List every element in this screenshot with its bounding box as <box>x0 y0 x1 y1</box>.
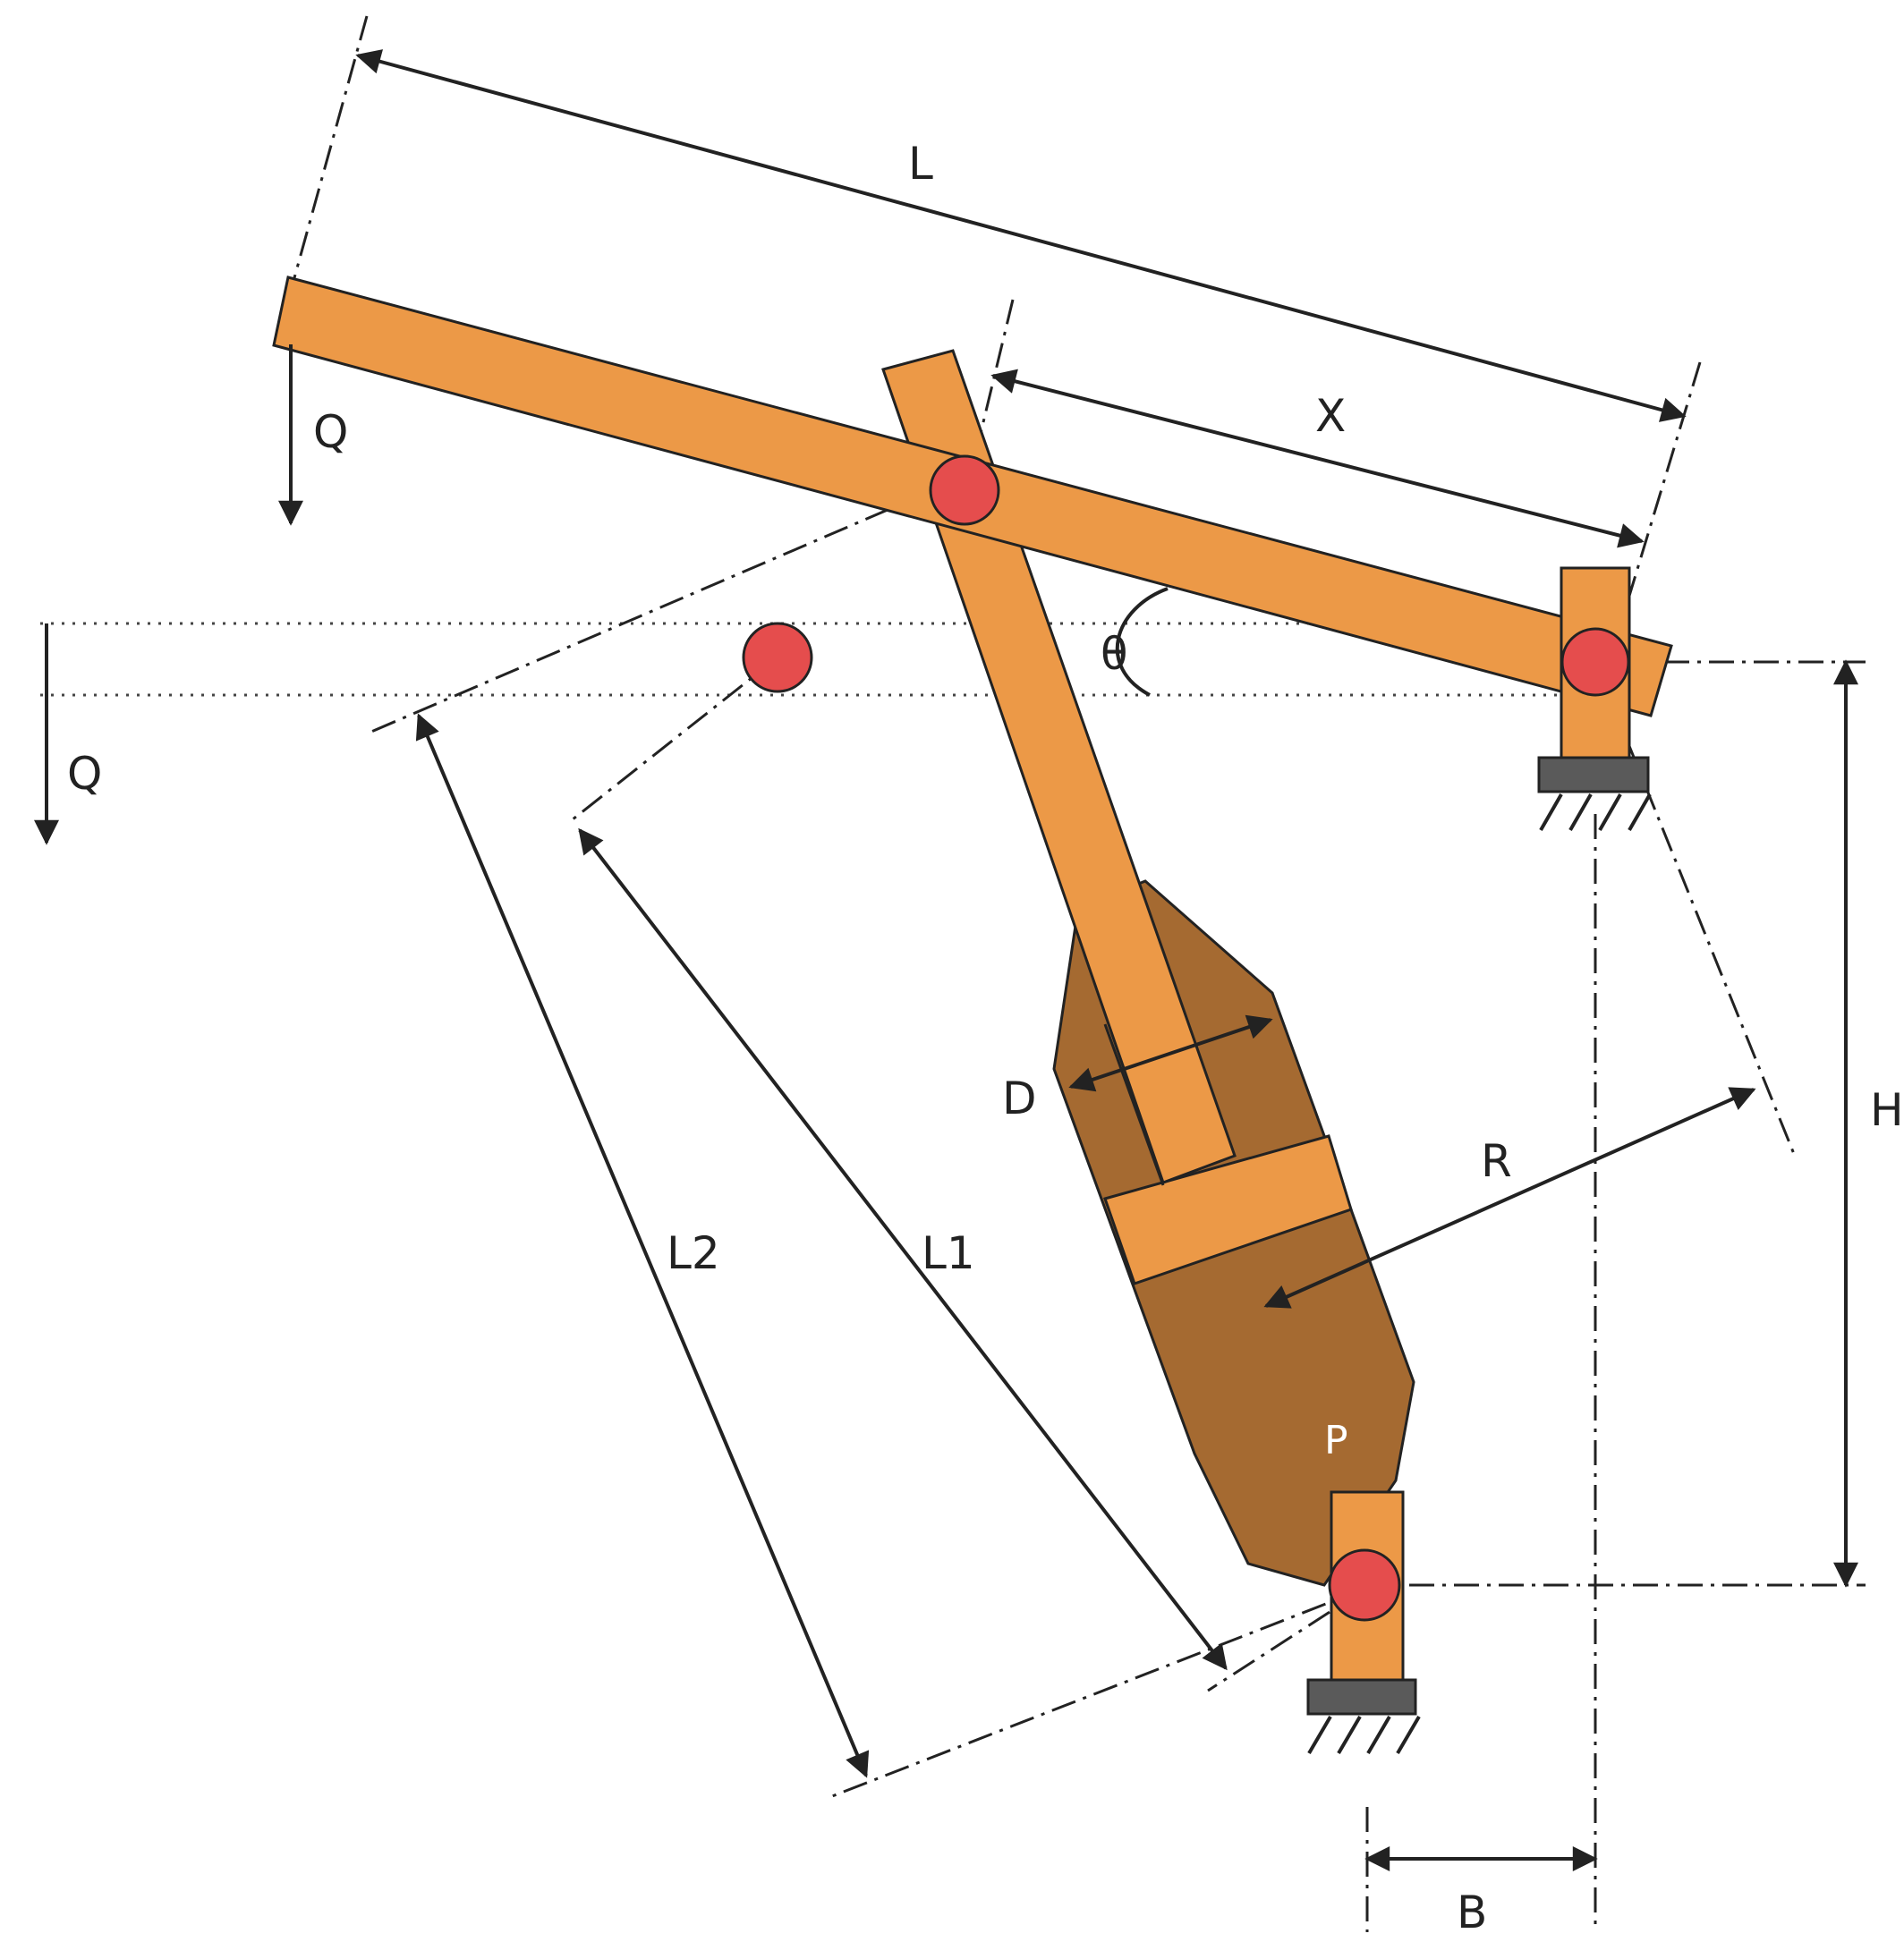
label-D: D <box>1002 1073 1037 1124</box>
label-L2: L2 <box>667 1227 720 1279</box>
bottom-pivot-pin <box>1328 1548 1401 1622</box>
label-theta: θ <box>1101 628 1128 680</box>
top-support-base <box>1537 756 1650 793</box>
label-X: X <box>1315 390 1346 442</box>
alternate-position-pin <box>742 622 813 693</box>
ground-hatch <box>1539 793 1652 831</box>
lever-rod-pin <box>929 454 1000 526</box>
label-Q-top: Q <box>313 406 348 458</box>
label-R: R <box>1481 1135 1512 1187</box>
L1-dimension <box>578 827 1228 1671</box>
L-extension-left <box>289 15 369 292</box>
theta-arc <box>1115 587 1169 697</box>
swing-line <box>567 656 778 825</box>
L-dimension <box>355 49 1687 422</box>
top-pivot-pin <box>1560 627 1630 697</box>
ground-hatch <box>1307 1715 1421 1755</box>
L2-dimension <box>415 713 870 1778</box>
pins <box>742 454 1630 1622</box>
label-Q-left: Q <box>67 748 102 800</box>
label-L: L <box>908 138 933 190</box>
label-B: B <box>1457 1887 1487 1938</box>
dimensions <box>34 49 1858 1871</box>
label-H: H <box>1870 1084 1904 1136</box>
label-L1: L1 <box>922 1227 975 1279</box>
bottom-support-base <box>1306 1678 1417 1716</box>
labels: L X Q Q θ D R H L2 L1 P B <box>67 138 1904 1938</box>
L1-extension <box>1207 1586 1368 1692</box>
swing-line <box>370 472 972 734</box>
R-dimension <box>1263 1087 1756 1309</box>
X-dimension <box>990 369 1645 548</box>
L2-extension <box>827 1586 1368 1800</box>
label-P: P <box>1324 1418 1348 1463</box>
